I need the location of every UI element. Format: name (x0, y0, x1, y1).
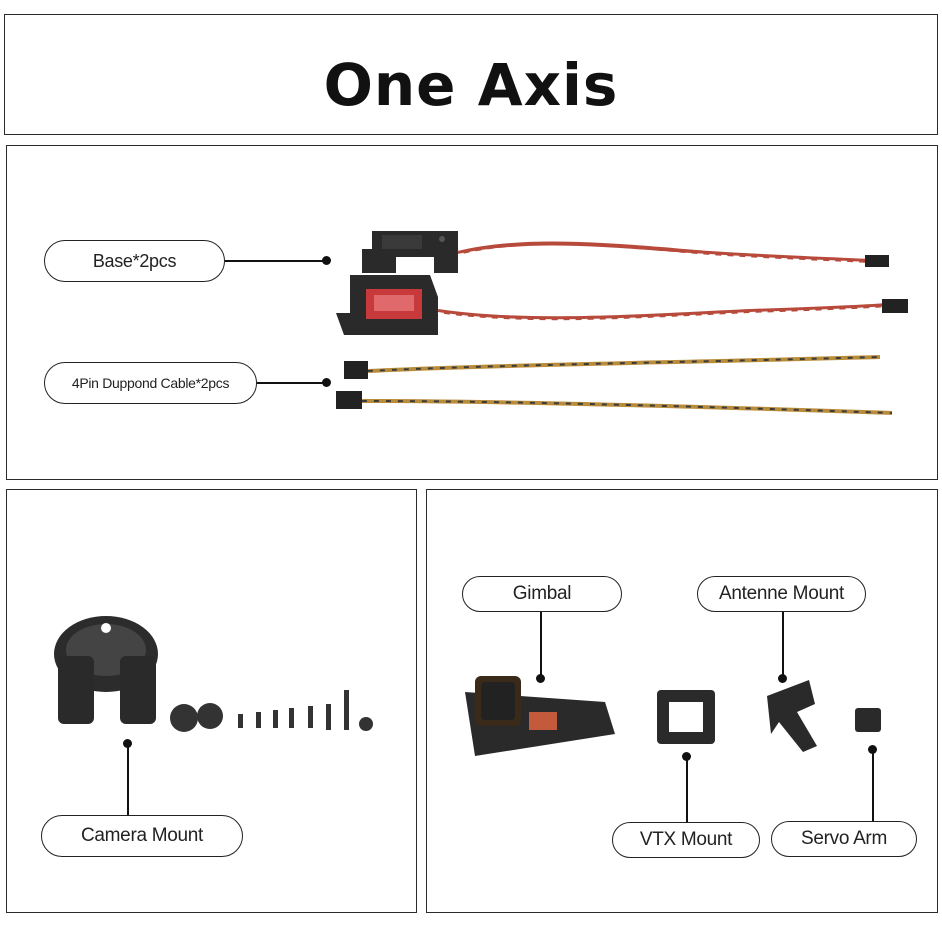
camera-mount-image (54, 616, 158, 724)
gimbal-parts-photo (465, 676, 881, 756)
screws-image (170, 690, 373, 732)
title-panel: One Axis (4, 14, 938, 135)
antenne-mount-leader-dot (778, 674, 787, 683)
gimbal-label: Gimbal (462, 576, 622, 612)
bases-and-cables-photo (336, 231, 908, 415)
base-1-image (362, 231, 458, 273)
vtx-mount-image (657, 690, 715, 744)
base-leader-dot (322, 256, 331, 265)
gimbal-leader-line (540, 612, 542, 678)
camera-mount-photo (54, 616, 373, 732)
camera-mount-label: Camera Mount (41, 815, 243, 857)
gimbal-leader-dot (536, 674, 545, 683)
cable-leader-dot (322, 378, 331, 387)
base-label: Base*2pcs (44, 240, 225, 282)
base-2-image (336, 275, 438, 335)
page-title: One Axis (323, 51, 619, 119)
servo-arm-label: Servo Arm (771, 821, 917, 857)
camera-mount-leader-dot (123, 739, 132, 748)
camera-mount-leader-line (127, 743, 129, 815)
gimbal-image (465, 676, 615, 756)
antenne-mount-image (767, 680, 817, 752)
vtx-mount-label: VTX Mount (612, 822, 760, 858)
servo-arm-image (855, 708, 881, 732)
servo-arm-leader-line (872, 749, 874, 821)
vtx-mount-leader-line (686, 756, 688, 822)
antenne-mount-leader-line (782, 612, 784, 678)
base-leader-line (225, 260, 327, 262)
cable-leader-line (257, 382, 327, 384)
cable-label: 4Pin Duppond Cable*2pcs (44, 362, 257, 404)
antenne-mount-label: Antenne Mount (697, 576, 866, 612)
bases-and-cables-panel (6, 145, 938, 480)
